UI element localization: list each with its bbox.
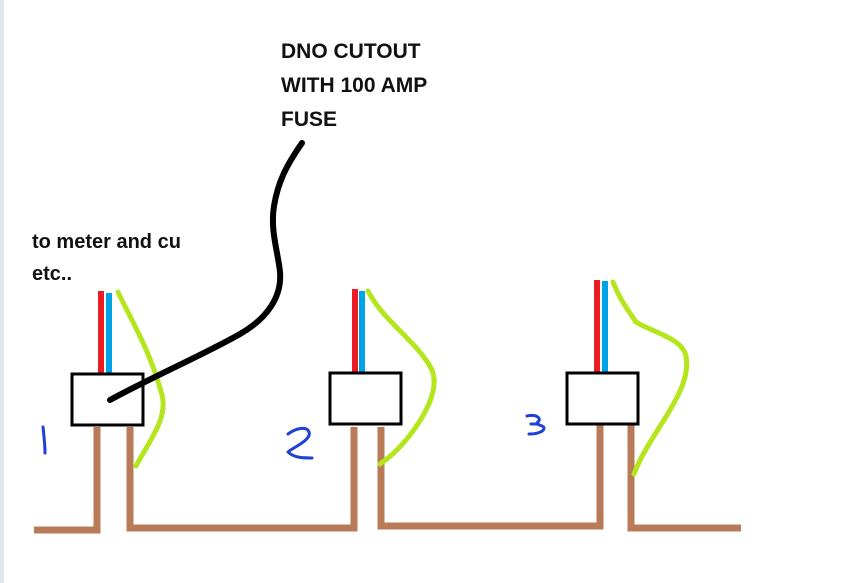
dno-label-line-2: WITH 100 AMP — [281, 74, 428, 97]
dno-label-line-3: FUSE — [281, 108, 338, 131]
cutout-unit-2 — [328, 288, 437, 467]
cutout-unit-3 — [565, 279, 690, 477]
unit-number-1 — [41, 425, 47, 455]
cutout-box-1 — [70, 372, 145, 427]
dno-pointer-line — [107, 140, 305, 403]
outgoing-cable — [627, 425, 741, 532]
meter-note-line-1: to meter and cu — [32, 231, 181, 253]
meter-note-label: to meter and cu etc.. — [32, 226, 181, 290]
brown-supply-cable — [34, 425, 741, 534]
green-yellow-earth-wire — [115, 289, 166, 469]
green-yellow-earth-wire — [365, 288, 437, 467]
cutout-box-3 — [565, 371, 640, 426]
dno-label-line-1: DNO CUTOUT — [281, 40, 421, 63]
unit-number-3 — [525, 414, 546, 436]
link-cable-1-to-2 — [126, 427, 358, 532]
green-yellow-earth-wire — [610, 279, 690, 477]
meter-note-line-2: etc.. — [32, 263, 73, 285]
dno-cutout-label: DNO CUTOUT WITH 100 AMP FUSE — [281, 35, 427, 137]
window-edge — [0, 0, 4, 583]
link-cable-2-to-3 — [377, 425, 604, 530]
cutout-box-2 — [328, 371, 403, 426]
unit-number-2 — [286, 426, 314, 460]
incoming-main-cable — [34, 427, 101, 534]
cutout-unit-1 — [70, 289, 166, 469]
